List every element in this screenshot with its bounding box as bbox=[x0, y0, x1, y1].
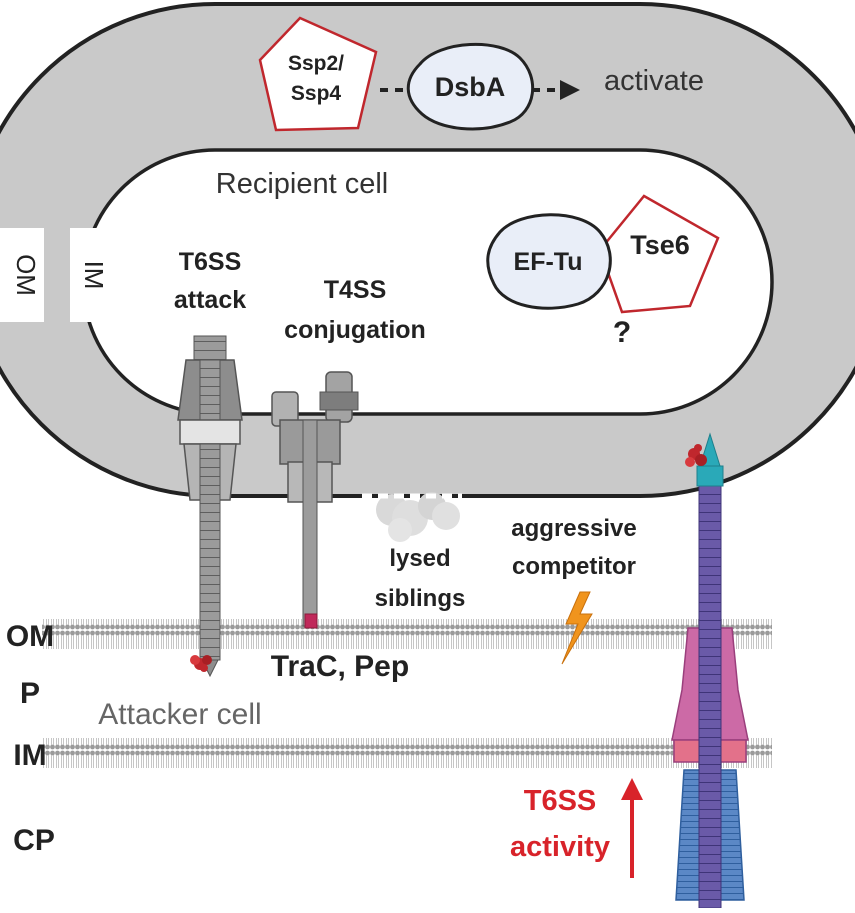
recipient-cell-label: Recipient cell bbox=[216, 168, 388, 200]
activate-arrowhead bbox=[560, 80, 580, 100]
up-arrow-icon bbox=[621, 778, 643, 878]
lysed-siblings-cloud bbox=[362, 492, 462, 542]
attacker-outer-membrane bbox=[42, 619, 772, 649]
t6ss-gray-apparatus bbox=[177, 335, 243, 678]
dsba-protein-shape bbox=[406, 42, 535, 131]
dsba-label: DsbA bbox=[435, 72, 506, 102]
activate-label: activate bbox=[604, 65, 704, 97]
t6ss-colored-apparatus bbox=[671, 432, 749, 909]
attacker-im-label: IM bbox=[13, 739, 46, 772]
lightning-bolt-icon bbox=[561, 591, 593, 665]
aggressive-label-line2: competitor bbox=[512, 553, 636, 580]
ssp-effector-shape bbox=[258, 16, 378, 132]
t6ss-activity-line2: activity bbox=[510, 831, 610, 863]
trac-pep-label: TraC, Pep bbox=[271, 650, 409, 683]
eftu-label: EF-Tu bbox=[514, 248, 583, 276]
t6ss-attack-line2: attack bbox=[174, 286, 246, 314]
attacker-om-label: OM bbox=[6, 620, 54, 653]
om-side-label: OM bbox=[11, 254, 41, 296]
attacker-p-label: P bbox=[20, 677, 40, 710]
aggressive-label-line1: aggressive bbox=[511, 515, 636, 542]
t6ss-activity-line1: T6SS bbox=[524, 785, 597, 817]
lysed-label-line2: siblings bbox=[375, 585, 466, 612]
attacker-cell-label: Attacker cell bbox=[98, 698, 261, 731]
question-mark: ? bbox=[613, 316, 631, 349]
eftu-protein-shape bbox=[486, 213, 612, 310]
om-side-box bbox=[0, 228, 44, 322]
attacker-cp-label: CP bbox=[13, 824, 55, 857]
attacker-inner-membrane bbox=[42, 738, 772, 768]
t4ss-line2: conjugation bbox=[284, 316, 426, 344]
im-side-box bbox=[70, 228, 112, 322]
tse6-label: Tse6 bbox=[630, 230, 690, 260]
ssp-label-line1: Ssp2/ bbox=[288, 52, 344, 75]
ssp-label-line2: Ssp4 bbox=[291, 82, 342, 105]
recipient-inner-membrane bbox=[81, 148, 774, 416]
t4ss-gray-apparatus bbox=[271, 371, 359, 629]
t4ss-line1: T4SS bbox=[324, 276, 387, 304]
t6ss-attack-line1: T6SS bbox=[179, 248, 242, 276]
im-side-label: IM bbox=[79, 261, 109, 290]
lysed-label-line1: lysed bbox=[389, 545, 450, 572]
